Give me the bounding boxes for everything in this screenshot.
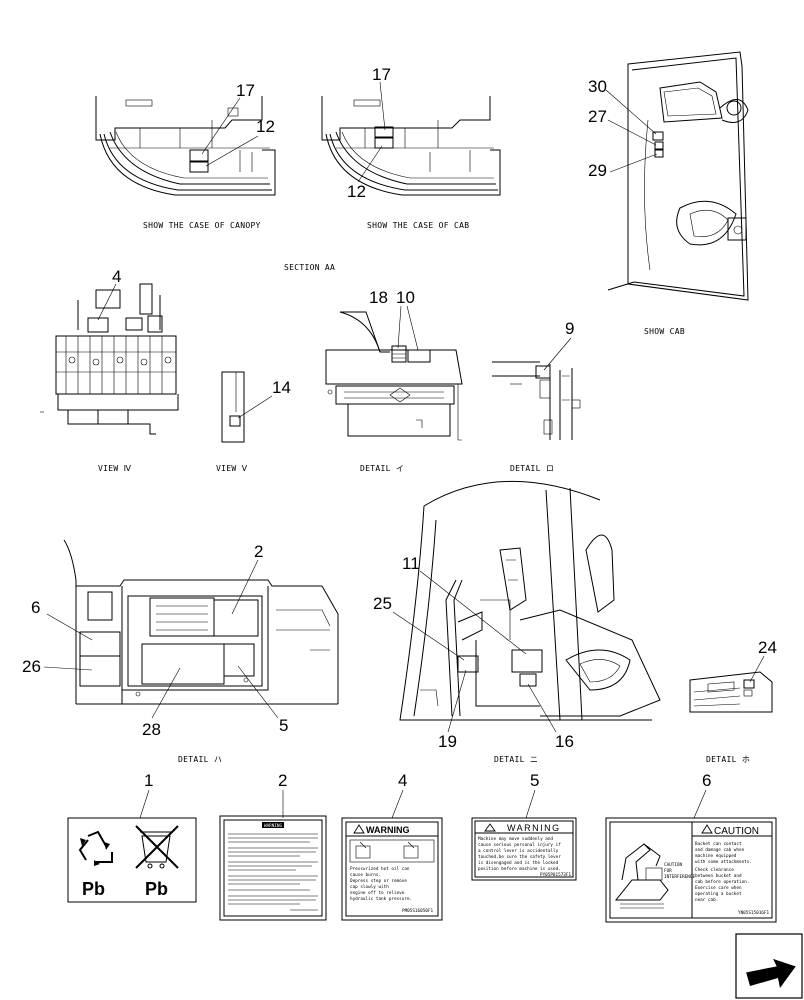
decal-6-text: Bucket can contact (695, 841, 742, 847)
decal-5-title: WARNING (507, 823, 561, 833)
view-5-drawing: 14 VIEW Ⅴ (216, 371, 291, 473)
callout-2: 2 (254, 542, 263, 561)
decal-5-text: Machine may move suddenly and (478, 836, 553, 842)
canopy-drawing: 17 12 SHOW THE CASE OF CANOPY (95, 81, 276, 230)
pb-label: Pb (82, 879, 105, 899)
callout-30: 30 (588, 77, 607, 96)
detail-ho-drawing: 24 DETAIL ホ (689, 638, 777, 764)
decal-6-text: with some attachments. (695, 859, 752, 865)
caption-section-aa: SECTION AA (284, 263, 335, 272)
callout-17: 17 (236, 81, 255, 100)
callout-19: 19 (438, 732, 457, 751)
decal-4-text: Pressurized hot oil can (350, 866, 410, 872)
detail-ro-drawing: 9 DETAIL ロ (492, 319, 581, 473)
decal-callout-2: 2 (278, 771, 287, 790)
callout-24: 24 (758, 638, 777, 657)
caption-detail-i: DETAIL イ (360, 464, 404, 473)
caption-detail-ro: DETAIL ロ (510, 464, 554, 473)
caption-show-cab: SHOW CAB (644, 327, 685, 336)
callout-18: 18 (369, 288, 388, 307)
decal-4-code: PM05S16050F1 (402, 908, 433, 914)
callout-5: 5 (279, 716, 288, 735)
pb-label: Pb (145, 879, 168, 899)
decal-4-text: engine off to relieve (350, 890, 405, 896)
decal-6-title: CAUTION (714, 826, 759, 837)
decal-6-side-text: INTERFERENCE (664, 874, 695, 880)
caption-cab: SHOW THE CASE OF CAB (367, 221, 469, 230)
recycle-icon (78, 830, 113, 866)
callout-17: 17 (372, 65, 391, 84)
detail-ha-drawing: 2 6 26 28 5 DETAIL ハ (22, 539, 339, 764)
caption-detail-ho: DETAIL ホ (706, 755, 750, 764)
crossed-bin-icon (135, 825, 179, 869)
decal-4-text: cause burns. (350, 872, 381, 878)
cab-side-drawing: 30 27 29 SHOW CAB (588, 51, 749, 336)
callout-11: 11 (402, 554, 420, 573)
decal-5-text: is disengaged and is the locked (478, 860, 559, 866)
caption-view-5: VIEW Ⅴ (216, 464, 248, 473)
caption-detail-ni: DETAIL ニ (494, 755, 538, 764)
warning-triangle-icon (484, 823, 496, 832)
caption-view-4: VIEW Ⅳ (98, 464, 132, 473)
warning-triangle-icon (353, 824, 365, 834)
callout-27: 27 (588, 107, 607, 126)
warning-triangle-icon (701, 824, 713, 834)
decal-6-text: and damage cab when (695, 847, 745, 853)
decal-6-side-text: FOR (664, 868, 672, 874)
decal-4-text: cap slowly with (350, 884, 389, 890)
decal-5-warning: 5 WARNING Machine may move suddenly and … (471, 771, 577, 881)
decal-4-text: Depress step or remove (350, 878, 407, 884)
decal-callout-5: 5 (530, 771, 539, 790)
callout-26: 26 (22, 657, 41, 676)
decal-6-text: machine equipped (695, 853, 737, 859)
decal-5-text: touched,be sure the safety lever (478, 854, 561, 860)
decal-4-text: hydraulic tank pressure. (350, 896, 412, 902)
callout-12: 12 (256, 117, 275, 136)
decal-5-text: a control lever is accidentally (478, 848, 559, 854)
decal-1-recycling: 1 Pb Pb (67, 771, 197, 903)
decal-6-code: YN05S15016F1 (738, 910, 769, 916)
detail-ni-drawing: 11 25 19 16 DETAIL ニ (373, 481, 661, 764)
caption-canopy: SHOW THE CASE OF CANOPY (143, 221, 261, 230)
callout-25: 25 (373, 594, 392, 613)
callout-16: 16 (555, 732, 574, 751)
callout-29: 29 (588, 161, 607, 180)
decal-6-text: operating a bucket (695, 891, 742, 897)
detail-i-drawing: 18 10 DETAIL イ (325, 288, 463, 473)
decal-4-warning: 4 WARNING Pressurized hot oil can cause … (341, 771, 443, 921)
callout-6: 6 (31, 598, 40, 617)
decal-4-title: WARNING (366, 825, 410, 835)
excavator-illustration (614, 843, 669, 909)
callout-4: 4 (112, 267, 121, 286)
decal-6-side-text: CAUTION (664, 862, 683, 868)
decal-5-code: PY05P01573F1 (540, 872, 571, 878)
cab-case-drawing: 17 12 SHOW THE CASE OF CAB (321, 65, 501, 230)
decal-6-text: between bucket and (695, 873, 742, 879)
decal-6-text: Exercise care when (695, 885, 742, 891)
callout-10: 10 (396, 288, 415, 307)
callout-14: 14 (272, 378, 291, 397)
decal-6-caution: 6 CAUTION CAUTION FOR INTERFERENCE Bucke… (605, 771, 777, 923)
decal-2-warning: 2 WARNING (219, 771, 327, 921)
decal-callout-4: 4 (398, 771, 407, 790)
decal-5-text: cause serious personal injury if (478, 842, 561, 848)
decal-5-text: position before machine is used. (478, 866, 561, 872)
control-valve-drawing: 4 VIEW Ⅳ (40, 267, 179, 473)
decal-callout-6: 6 (702, 771, 711, 790)
decal-callout-1: 1 (144, 771, 153, 790)
callout-9: 9 (565, 319, 574, 338)
decal-2-header: WARNING (264, 823, 283, 829)
callout-12: 12 (347, 182, 366, 201)
decal-6-text: near cab. (695, 897, 718, 903)
callout-28: 28 (142, 720, 161, 739)
decal-6-text: Check clearance (695, 867, 734, 873)
next-page-arrow-icon[interactable] (735, 933, 803, 999)
caption-detail-ha: DETAIL ハ (178, 755, 222, 764)
decal-6-text: cab before operation. (695, 879, 749, 885)
